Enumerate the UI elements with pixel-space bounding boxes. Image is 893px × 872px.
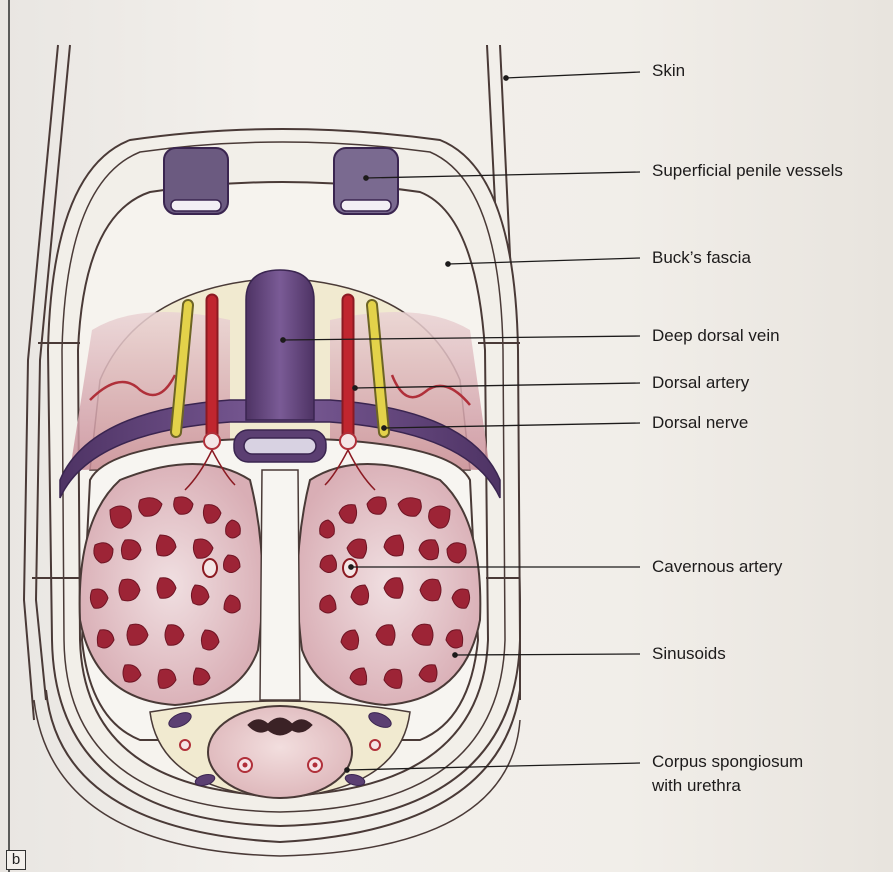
superficial-penile-vessel-left: [164, 148, 228, 214]
label-bucks-fascia: Buck’s fascia: [652, 247, 751, 269]
label-skin: Skin: [652, 60, 685, 82]
label-sinusoids: Sinusoids: [652, 643, 726, 665]
label-dorsal-nerve: Dorsal nerve: [652, 412, 748, 434]
label-cavernous-artery: Cavernous artery: [652, 556, 782, 578]
label-corpus-spongiosum: Corpus spongiosum: [652, 751, 803, 773]
deep-dorsal-vein-lumen: [234, 430, 326, 462]
superficial-penile-vessel-right: [334, 148, 398, 214]
deep-dorsal-vein-trunk: [246, 270, 314, 420]
panel-letter: b: [6, 850, 26, 870]
label-with-urethra: with urethra: [652, 775, 741, 797]
septum: [260, 470, 300, 700]
label-deep-dorsal-vein: Deep dorsal vein: [652, 325, 780, 347]
label-dorsal-artery: Dorsal artery: [652, 372, 749, 394]
label-superficial-penile-vessels: Superficial penile vessels: [652, 160, 843, 182]
